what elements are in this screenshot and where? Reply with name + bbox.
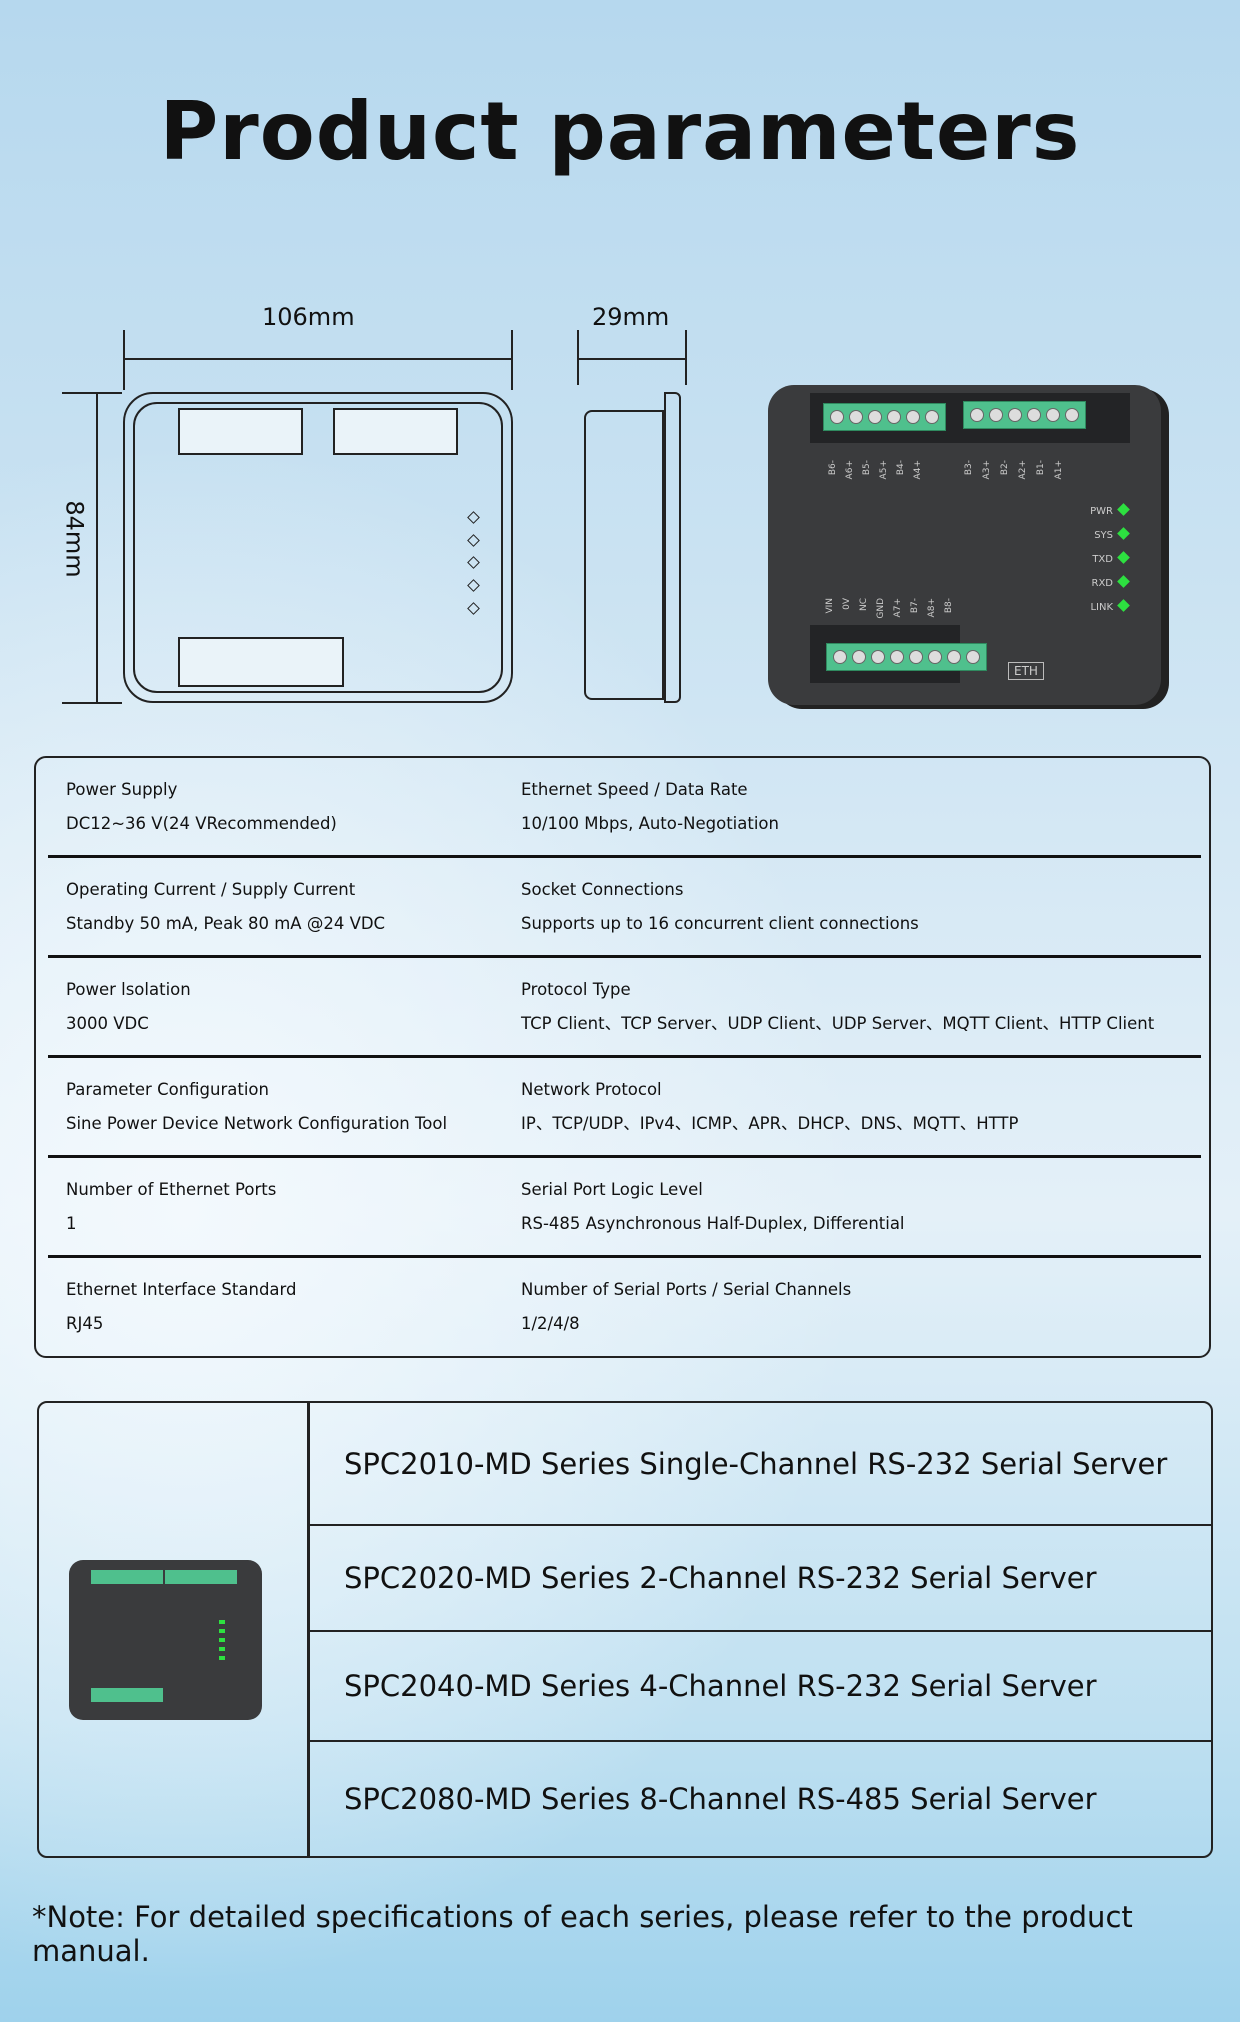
top-left-pin-labels: B6-A6+B5-A5+B4-A4+ xyxy=(828,460,923,480)
top-right-pin-labels: B3-A3+B2-A2+B1-A1+ xyxy=(964,460,1064,480)
spec-row: Ethernet Interface Standard RJ45 Number … xyxy=(48,1258,1201,1358)
spec-label: Network Protocol xyxy=(521,1080,662,1099)
spec-value: Standby 50 mA, Peak 80 mA @24 VDC xyxy=(66,914,386,933)
spec-row: Parameter Configuration Sine Power Devic… xyxy=(48,1058,1201,1158)
spec-row: Operating Current / Supply Current Stand… xyxy=(48,858,1201,958)
spec-label: Socket Connections xyxy=(521,880,684,899)
height-label: 84mm xyxy=(60,500,89,578)
spec-label: Serial Port Logic Level xyxy=(521,1180,703,1199)
spec-label: Protocol Type xyxy=(521,980,631,999)
depth-label: 29mm xyxy=(592,303,670,331)
spec-row: Power lsolation 3000 VDC Protocol Type T… xyxy=(48,958,1201,1058)
spec-value: Supports up to 16 concurrent client conn… xyxy=(521,914,919,933)
spec-value: Sine Power Device Network Configuration … xyxy=(66,1114,448,1133)
status-leds: PWR SYS TXD RXD LINK xyxy=(1058,503,1130,625)
spec-value: 3000 VDC xyxy=(66,1014,149,1033)
spec-label: Number of Ethernet Ports xyxy=(66,1180,277,1199)
led-txd: TXD xyxy=(1058,551,1130,577)
spec-label: Parameter Configuration xyxy=(66,1080,269,1099)
series-item: SPC2020-MD Series 2-Channel RS-232 Seria… xyxy=(309,1526,1211,1632)
led-rxd: RXD xyxy=(1058,575,1130,601)
spec-label: Operating Current / Supply Current xyxy=(66,880,356,899)
led-link: LINK xyxy=(1058,599,1130,625)
device-photo: B6-A6+B5-A5+B4-A4+ B3-A3+B2-A2+B1-A1+ PW… xyxy=(768,385,1161,705)
spec-value: IP、TCP/UDP、IPv4、ICMP、APR、DHCP、DNS、MQTT、H… xyxy=(521,1114,1019,1133)
series-list: SPC2010-MD Series Single-Channel RS-232 … xyxy=(37,1401,1213,1858)
spec-value: RS-485 Asynchronous Half-Duplex, Differe… xyxy=(521,1214,905,1233)
spec-label: Power Supply xyxy=(66,780,178,799)
spec-label: Ethernet Interface Standard xyxy=(66,1280,297,1299)
page-title: Product parameters xyxy=(159,85,1081,178)
device-thumbnail xyxy=(69,1560,262,1720)
spec-value: TCP Client、TCP Server、UDP Client、UDP Ser… xyxy=(521,1014,1155,1033)
spec-label: Number of Serial Ports / Serial Channels xyxy=(521,1280,852,1299)
spec-label: Power lsolation xyxy=(66,980,191,999)
led-pwr: PWR xyxy=(1058,503,1130,529)
spec-label: Ethernet Speed / Data Rate xyxy=(521,780,748,799)
footnote: *Note: For detailed specifications of ea… xyxy=(32,1900,1133,1968)
led-sys: SYS xyxy=(1058,527,1130,553)
spec-value: 10/100 Mbps, Auto-Negotiation xyxy=(521,814,779,833)
spec-value: DC12~36 V(24 VRecommended) xyxy=(66,814,337,833)
spec-table: Power Supply DC12~36 V(24 VRecommended) … xyxy=(34,756,1211,1358)
width-label: 106mm xyxy=(262,303,355,331)
eth-port-label: ETH xyxy=(1008,662,1044,680)
spec-value: 1/2/4/8 xyxy=(521,1314,580,1333)
series-item: SPC2010-MD Series Single-Channel RS-232 … xyxy=(309,1403,1211,1526)
spec-row: Power Supply DC12~36 V(24 VRecommended) … xyxy=(48,758,1201,858)
series-item: SPC2040-MD Series 4-Channel RS-232 Seria… xyxy=(309,1632,1211,1742)
series-item: SPC2080-MD Series 8-Channel RS-485 Seria… xyxy=(344,1781,1097,1816)
spec-value: RJ45 xyxy=(66,1314,104,1333)
spec-value: 1 xyxy=(66,1214,77,1233)
spec-row: Number of Ethernet Ports 1 Serial Port L… xyxy=(48,1158,1201,1258)
